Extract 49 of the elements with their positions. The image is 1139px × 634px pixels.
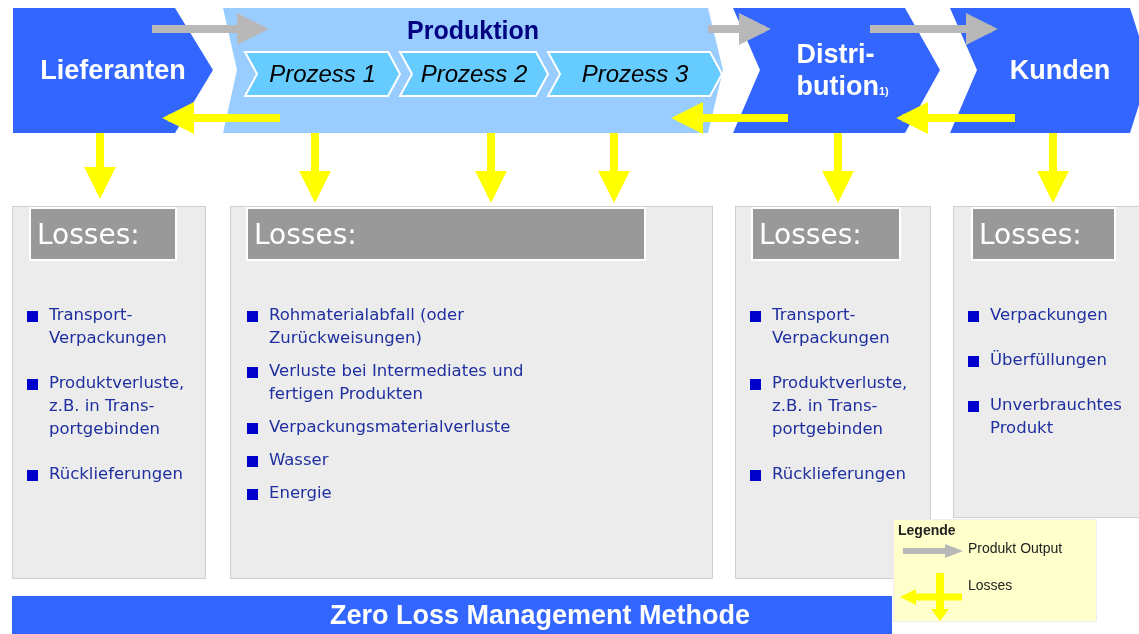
- arrow: [299, 133, 331, 203]
- losses-panel: [953, 206, 1139, 518]
- process-step: [548, 52, 722, 96]
- loss-item: Unverbrauchtes Produkt: [966, 393, 1139, 439]
- loss-item: Transport-Verpackungen: [25, 303, 199, 349]
- loss-item: Rücklieferungen: [25, 462, 199, 485]
- losses-header: Losses:: [971, 207, 1116, 261]
- arrow: [152, 13, 269, 45]
- process-label: Prozess 2: [420, 60, 528, 88]
- losses-header: Losses:: [29, 207, 177, 261]
- loss-item: Wasser: [245, 448, 569, 471]
- arrow: [671, 102, 788, 134]
- legend-label: Produkt Output: [968, 540, 1063, 556]
- process-step: [245, 52, 400, 96]
- loss-item: Überfüllungen: [966, 348, 1139, 371]
- chevron-shape: [950, 8, 1139, 133]
- stage-title: Lieferanten: [40, 54, 186, 86]
- arrow: [598, 133, 630, 203]
- loss-item: Produktverluste, z.B. in Trans- portgebinden: [748, 371, 922, 440]
- process-step: [400, 52, 548, 96]
- process-label: Prozess 3: [581, 60, 689, 88]
- arrow: [896, 102, 1015, 134]
- loss-item: Verpackungen: [966, 303, 1139, 326]
- method-banner: Zero Loss Management Methode: [12, 596, 892, 634]
- arrow: [870, 13, 998, 45]
- loss-item: Rücklieferungen: [748, 462, 922, 485]
- chevron-shape: [13, 8, 213, 133]
- arrow: [84, 133, 116, 199]
- stage-title: Kunden: [1008, 54, 1111, 86]
- losses-header: Losses:: [246, 207, 646, 261]
- loss-item: Produktverluste, z.B. in Trans- portgebinden: [25, 371, 199, 440]
- arrow: [475, 133, 507, 203]
- losses-panel: [12, 206, 206, 579]
- loss-item: Rohmaterialabfall (oder Zurückweisungen): [245, 303, 569, 349]
- stage-title: Produktion: [407, 16, 539, 45]
- process-label: Prozess 1: [269, 60, 376, 88]
- arrow: [822, 133, 854, 203]
- loss-item: Verluste bei Intermediates und fertigen Produkten: [245, 359, 569, 405]
- losses-header: Losses:: [751, 207, 901, 261]
- legend-title: Legende: [898, 522, 956, 538]
- arrow: [1037, 133, 1069, 203]
- chevron-shape: [733, 8, 940, 133]
- process-band: [223, 8, 723, 133]
- loss-item: Energie: [245, 481, 569, 504]
- arrow: [162, 102, 280, 134]
- losses-panel: [230, 206, 713, 579]
- legend-label: Losses: [968, 577, 1013, 593]
- loss-item: Transport-Verpackungen: [748, 303, 922, 349]
- loss-item: Verpackungsmaterialverluste: [245, 415, 569, 438]
